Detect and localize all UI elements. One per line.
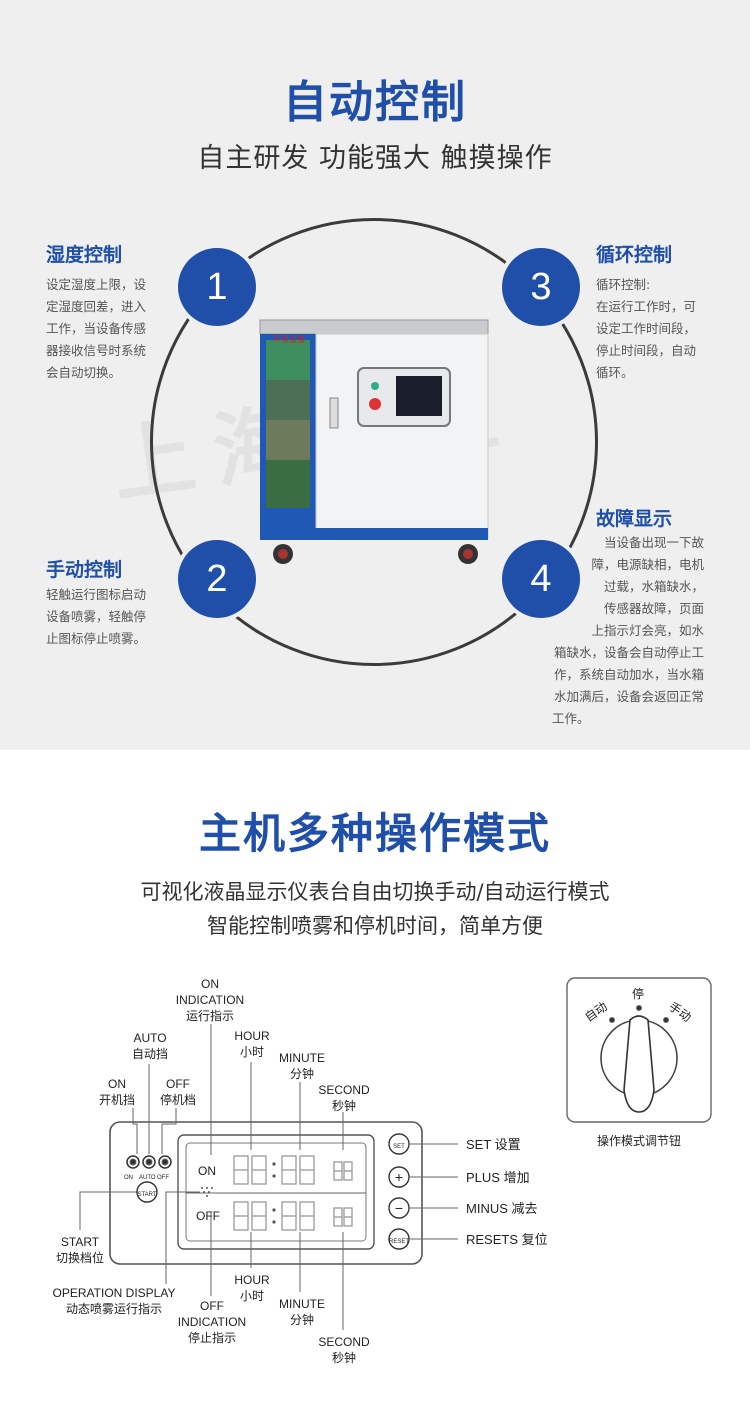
second-callout-top: SECOND 秒钟 (318, 1083, 370, 1113)
section-subtitle-auto-control: 自主研发 功能强大 触摸操作 (197, 143, 553, 174)
feature-title-humidity: 湿度控制 (46, 244, 123, 266)
section-title-auto-control: 自动控制 (283, 77, 467, 128)
misting-machine-illustration (259, 319, 489, 564)
feature-badge-1: 1 (178, 248, 256, 326)
resets-callout: RESETS 复位 (466, 1232, 548, 1247)
section-subtitle-line-1: 可视化液晶显示仪表台自由切换手动/自动运行模式 (140, 880, 610, 904)
feature-desc-fault: 当设备出现一下故 障，电源缺相，电机 过载，水箱缺水， 传感器故障，页面 上指示… (552, 535, 704, 726)
set-callout: SET 设置 (466, 1137, 521, 1152)
on-indication-callout: ON INDICATION 运行指示 (175, 977, 245, 1023)
set-button[interactable]: SET (393, 1144, 405, 1150)
machine-brand-label: 环保设备 (273, 335, 305, 344)
feature-title-manual: 手动控制 (46, 559, 123, 581)
feature-badge-4: 4 (502, 540, 580, 618)
start-callout: START 切换档位 (55, 1235, 104, 1265)
reset-button[interactable]: RESET (388, 1239, 409, 1245)
knob-label-stop: 停 (632, 987, 645, 1001)
plus-button[interactable]: + (394, 1169, 404, 1185)
display-off-label: OFF (196, 1209, 220, 1223)
feature-title-cycle: 循环控制 (596, 244, 673, 266)
mode-selector-knob[interactable] (600, 1020, 678, 1098)
feature-title-fault: 故障显示 (596, 508, 673, 530)
minute-callout-bottom: MINUTE 分钟 (279, 1297, 325, 1327)
plus-callout: PLUS 增加 (466, 1170, 530, 1185)
feature-badge-2: 2 (178, 540, 256, 618)
display-on-label: ON (198, 1164, 216, 1178)
minus-callout: MINUS 减去 (466, 1201, 538, 1216)
off-indication-callout: OFF INDICATION 停止指示 (177, 1299, 247, 1345)
off-callout: OFF 停机档 (159, 1077, 196, 1107)
minute-callout-top: MINUTE 分钟 (279, 1051, 325, 1081)
start-button[interactable]: START (137, 1192, 157, 1198)
switch-on-label: ON (124, 1175, 133, 1181)
hour-callout-top: HOUR 小时 (234, 1029, 270, 1059)
feature-desc-cycle: 循环控制: 在运行工作时，可 设定工作时间段， 停止时间段，自动 循环。 (596, 277, 697, 380)
mode-knob-caption: 操作模式调节钮 (596, 1134, 681, 1148)
auto-callout: AUTO 自动挡 (131, 1031, 168, 1061)
switch-off-label: OFF (157, 1175, 169, 1181)
feature-ring (150, 218, 598, 666)
switch-auto-label: AUTO (139, 1175, 156, 1181)
operation-display-callout: OPERATION DISPLAY 动态喷雾运行指示 (52, 1286, 176, 1316)
section-title-operation-modes: 主机多种操作模式 (198, 809, 551, 858)
second-callout-bottom: SECOND 秒钟 (318, 1335, 370, 1365)
feature-desc-humidity: 设定湿度上限，设 定湿度回差，进入 工作，当设备传感 器接收信号时系统 会自动切… (46, 277, 147, 380)
control-panel-diagram (79, 977, 712, 1330)
section-subtitle-line-2: 智能控制喷雾和停机时间，简单方便 (207, 914, 543, 938)
feature-badge-3: 3 (502, 248, 580, 326)
on-callout: ON 开机挡 (98, 1077, 135, 1107)
feature-desc-manual: 轻触运行图标启动 设备喷雾，轻触停 止图标停止喷雾。 (46, 587, 147, 646)
hour-callout-bottom: HOUR 小时 (234, 1273, 270, 1303)
minus-button[interactable]: − (394, 1200, 404, 1216)
